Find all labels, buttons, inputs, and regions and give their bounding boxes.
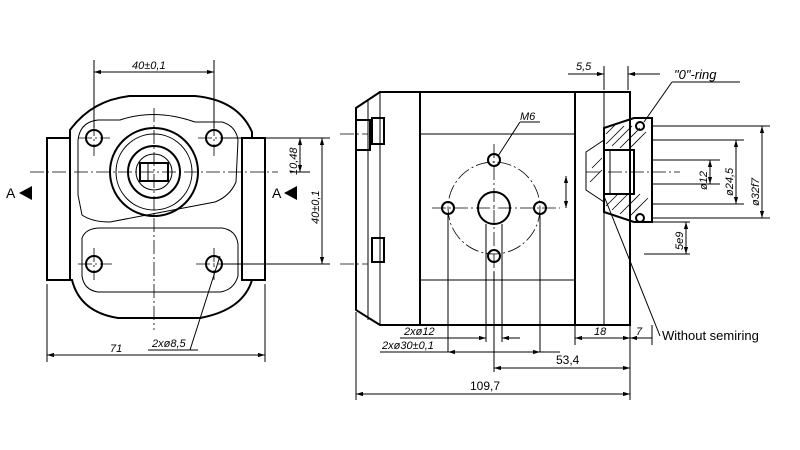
dim-port-pitch: 2xø30±0,1 xyxy=(381,340,434,352)
dim-width: 71 xyxy=(110,343,122,355)
dim-d245: ø24,5 xyxy=(724,167,736,196)
section-hatching xyxy=(589,123,649,217)
lower-boss xyxy=(81,227,239,293)
right-tab xyxy=(241,137,266,281)
dim-offset: 10,48 xyxy=(288,147,300,175)
dim-port-small: 2xø12 xyxy=(403,326,435,338)
dim-bolt-spacing-v: 40±0,1 xyxy=(310,190,322,224)
dim-53: 53,4 xyxy=(556,353,580,367)
dim-flange: 5,5 xyxy=(576,61,592,73)
dim-18: 18 xyxy=(594,326,607,338)
dim-total: 109,7 xyxy=(470,379,500,393)
leader-semiring xyxy=(603,195,661,337)
section-label-left: A xyxy=(6,185,16,201)
section-label-right: A xyxy=(272,185,282,201)
dim-5e9: 5e9 xyxy=(674,232,686,250)
dim-d32: ø32f7 xyxy=(750,177,762,206)
leader-holes xyxy=(189,255,221,351)
dim-holes: 2xø8,5 xyxy=(151,338,187,350)
dim-d12: ø12 xyxy=(698,171,710,190)
pump-body xyxy=(419,91,631,326)
left-tab xyxy=(46,137,71,281)
rear-notch-top xyxy=(355,119,371,151)
dim-bolt-spacing-h: 40±0,1 xyxy=(132,60,166,72)
rear-slot-top xyxy=(371,117,385,145)
section-arrow-left xyxy=(19,186,32,200)
leader-oring xyxy=(643,81,673,123)
thread-label: M6 xyxy=(520,111,536,123)
shaft-cutaway xyxy=(585,139,605,203)
section-arrow-right xyxy=(284,186,297,200)
side-view: M6 "0"-ring xyxy=(340,61,770,400)
o-ring-bottom xyxy=(635,213,645,223)
o-ring-top xyxy=(635,121,645,131)
rear-cover xyxy=(355,91,421,326)
inner-boss xyxy=(77,113,239,223)
front-housing-outline xyxy=(46,95,266,319)
rear-slot-bottom xyxy=(371,237,385,263)
without-semiring-label: Without semiring xyxy=(662,328,759,343)
front-view: 40±0,1 10,48 40±0,1 71 2xø8,5 A A xyxy=(6,60,330,362)
o-ring-label: "0"-ring xyxy=(674,67,717,82)
dim-7: 7 xyxy=(636,326,643,338)
leader-m6 xyxy=(497,121,521,157)
